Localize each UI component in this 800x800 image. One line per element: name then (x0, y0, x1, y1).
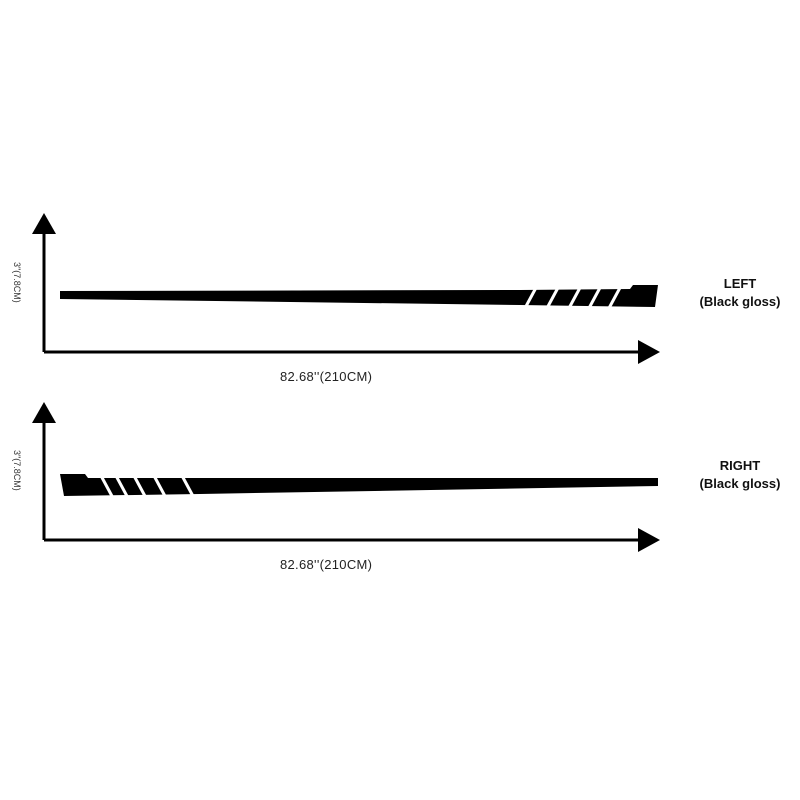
length-arrow-icon (638, 528, 660, 552)
height-arrow-icon (32, 213, 56, 234)
height-label: 3"(7.8CM) (12, 450, 22, 491)
right-label: RIGHT (Black gloss) (680, 457, 800, 493)
right-diagram (32, 402, 660, 552)
stripe-slashes (97, 471, 196, 499)
left-stripe (60, 285, 658, 307)
height-arrow-icon (32, 402, 56, 423)
side-name: RIGHT (719, 458, 761, 473)
finish-name: (Black gloss) (699, 294, 781, 309)
length-label: 82.68''(210CM) (280, 369, 373, 384)
length-arrow-icon (638, 340, 660, 364)
side-name: LEFT (723, 276, 757, 291)
right-stripe (60, 474, 658, 496)
finish-name: (Black gloss) (699, 476, 781, 491)
left-label: LEFT (Black gloss) (680, 275, 800, 311)
left-diagram (32, 213, 660, 364)
height-label: 3"(7.8CM) (12, 262, 22, 303)
length-label: 82.68''(210CM) (280, 557, 373, 572)
stripe-slashes (522, 283, 624, 311)
